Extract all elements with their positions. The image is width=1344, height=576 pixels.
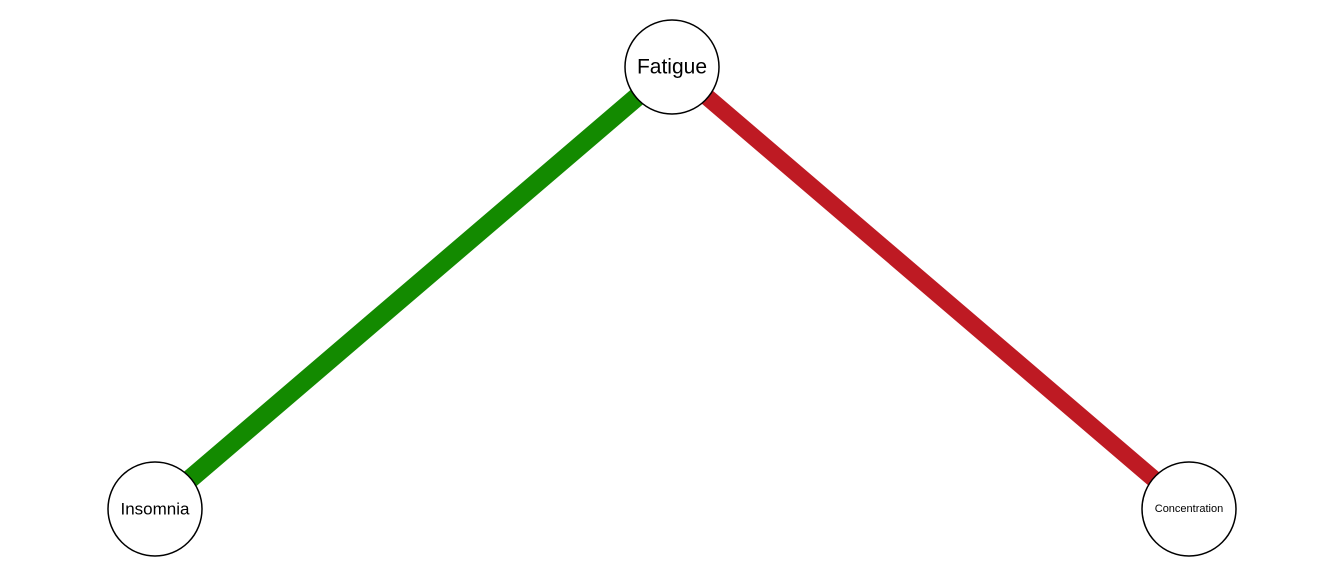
- edge-fatigue-insomnia: [148, 59, 679, 517]
- node-insomnia: Insomnia: [107, 461, 203, 557]
- node-insomnia-circle: [107, 461, 203, 557]
- node-concentration-label: Concentration: [1155, 503, 1224, 515]
- node-insomnia-label: Insomnia: [121, 500, 191, 519]
- node-fatigue: Fatigue: [624, 19, 720, 115]
- node-fatigue-label: Fatigue: [637, 56, 707, 79]
- node-fatigue-circle: [624, 19, 720, 115]
- nodes-layer: Fatigue Insomnia Concentration: [107, 19, 1237, 557]
- edges-layer: [148, 59, 1195, 517]
- node-concentration-circle: [1141, 461, 1237, 557]
- node-concentration: Concentration: [1141, 461, 1237, 557]
- edge-fatigue-concentration: [666, 60, 1195, 516]
